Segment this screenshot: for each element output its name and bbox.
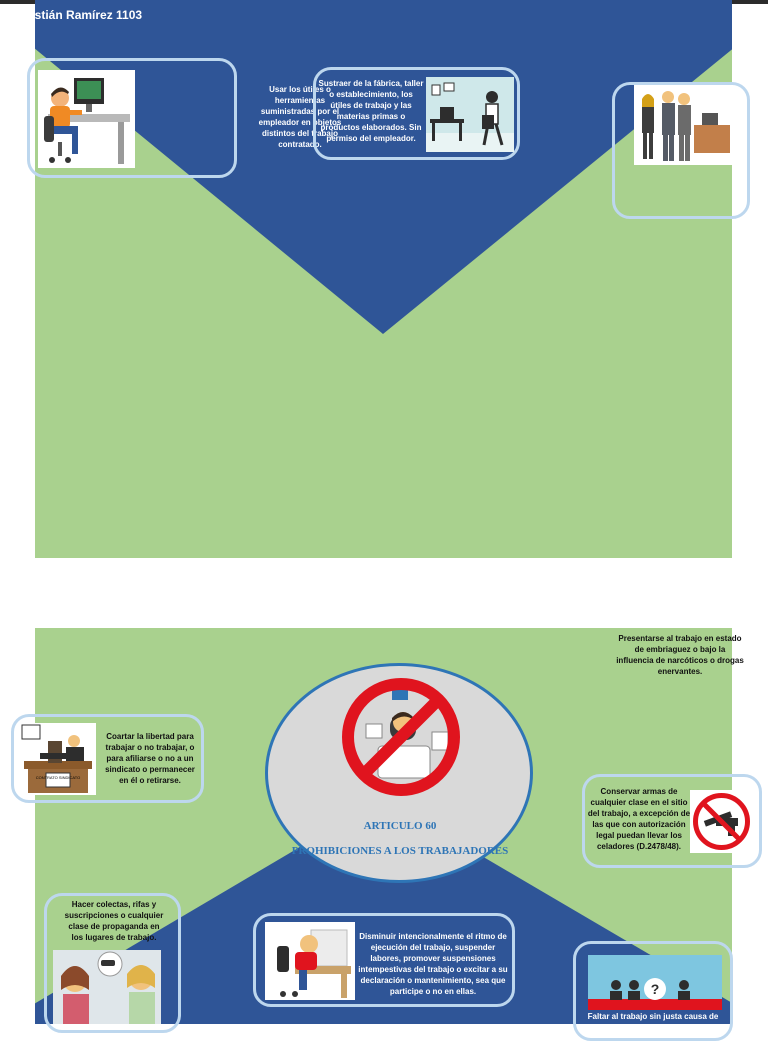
shopping-women-icon (53, 950, 161, 1024)
item-frame-computer (27, 58, 237, 178)
item-sustraer-text: Sustraer de la fábrica, taller o estable… (318, 79, 424, 143)
article-number: ARTICULO 60 (363, 820, 437, 832)
item-frame-armas (582, 774, 762, 868)
desk-boss-icon: CONTRATO SINDICATO (20, 723, 96, 795)
item-colectas-text: Hacer colectas, rifas y suscripciones o … (64, 900, 164, 942)
author-name: Sebastián Ramírez 1103 (6, 8, 143, 22)
computer-worker-icon (38, 70, 135, 168)
item-libertad-text: Coartar la libertad para trabajar o no t… (105, 732, 195, 785)
question-meeting-icon: ? (588, 955, 722, 1010)
item-frame-ritmo (253, 913, 515, 1007)
item-ritmo-text: Disminuir intencionalmente el ritmo de e… (358, 932, 508, 996)
svg-text:?: ? (651, 981, 660, 997)
item-embriaguez-text: Presentarse al trabajo en estado de embr… (616, 634, 744, 676)
tired-worker-icon (265, 922, 355, 1000)
envelope-flap-background (35, 0, 732, 334)
sign-text: CONTRATO SINDICATO (36, 775, 81, 780)
office-workers-icon (426, 77, 514, 152)
article-title: PROHIBICIONES A LOS TRABAJADORES (291, 845, 509, 857)
item-armas-text: Conservar armas de cualquier clase en el… (587, 787, 691, 851)
item-frame-libertad (11, 714, 204, 803)
no-weapons-icon (690, 790, 753, 853)
item-utiles-text: Usar los útiles o herramientas suministr… (258, 85, 342, 149)
item-frame-sustraer (313, 67, 520, 160)
no-phone-prohibition-icon (336, 672, 466, 802)
business-team-icon (634, 85, 733, 165)
envelope-bottom-flap (35, 798, 732, 1024)
item-frame-team (612, 82, 750, 219)
item-faltar-text: Faltar al trabajo sin justa causa de (587, 1012, 719, 1021)
